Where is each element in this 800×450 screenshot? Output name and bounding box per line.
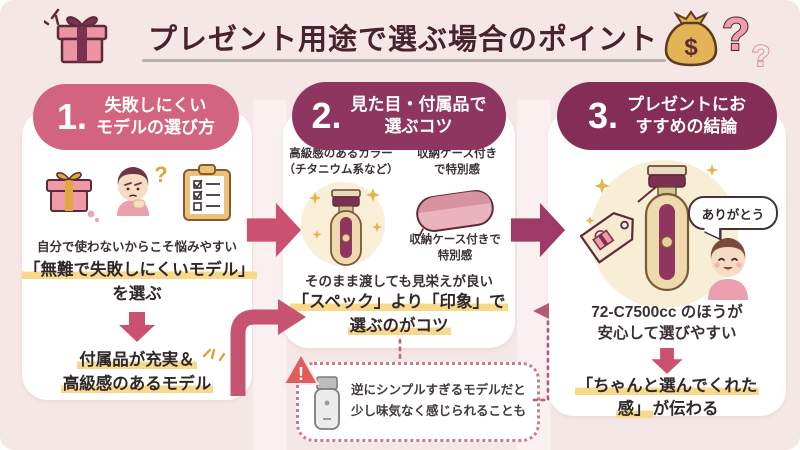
card-step1: ? 自分で使わないからこそ悩みやす [22,110,257,400]
simple-shaver-icon [314,376,340,430]
warning-icon: ! [283,353,319,385]
step1-note: 自分で使わないからこそ悩みやすい [36,240,237,254]
step1-result-line1: 付属品が充実＆ [77,351,197,369]
column-gap-strip [253,100,287,450]
card-step3: ありがとう 72-C7500cc のほうが 安心して選びやすい 「ちゃんと選んで… [548,110,786,418]
caution-callout: 逆にシンプルすぎるモデルだと 少し味気なく感じられることも [296,362,540,442]
step3-heading: プレゼントにお すすめの結論 [627,95,747,136]
step2-main-line1: 「スペック」より「印象」で [290,293,508,311]
step2-header: 2. 見た目・付属品で 選ぶコツ [292,82,506,150]
step3-header: 3. プレゼントにお すすめの結論 [557,82,777,150]
step3-model-line1: 72-C7500cc のほうが [591,304,743,321]
happy-person-icon [708,238,748,300]
question-mark-icon: ? [752,40,770,72]
step2-label-color: 高級感のあるカラー （チタニウム系など） [283,148,399,177]
dollar-glyph: $ [684,34,698,61]
step2-labels: 高級感のあるカラー （チタニウム系など） 収納ケース付き で特別感 [283,146,515,178]
step1-illustrations: ? [22,162,252,224]
speech-bubble: ありがとう [688,196,778,230]
title-underline [142,59,666,62]
step2-note: そのまま渡しても見栄えが良い [305,274,493,289]
page-title: プレゼント用途で選ぶ場合のポイント [147,24,658,56]
svg-text:!: ! [298,364,304,384]
thinking-person-icon: ? [117,162,168,216]
step2-heading: 見た目・付属品で 選ぶコツ [350,95,487,136]
money-bag-icon: $ ? ? [664,10,771,72]
step3-result-line2: 感」が伝わる [615,400,719,418]
down-arrow-icon [548,348,786,379]
shaver-icon [309,188,382,266]
caution-text: 逆にシンプルすぎるモデルだと 少し味気なく感じられることも [351,383,527,418]
step3-number: 3. [587,95,619,136]
right-arrow-icon [510,202,566,258]
right-arrow-icon [246,202,302,258]
gift-icon [46,171,99,222]
checklist-icon [183,164,231,221]
step2-label-case: 収納ケース付き で特別感 [417,148,497,177]
step3-model-line2: 安心して選びやすい [597,325,737,342]
case-icon [415,190,494,236]
step1-result-line2: 高級感のあるモデル [60,375,214,393]
gift-tag-icon [579,212,634,264]
step1-main-line2: を選ぶ [112,285,162,303]
step1-number: 1. [56,96,88,137]
question-mark-icon: ? [722,10,750,60]
step1-heading: 失敗しにくい モデルの選び方 [96,96,216,137]
gift-icon [44,8,108,64]
svg-text:?: ? [154,162,167,187]
step2-main-line2: 選ぶのがコツ [347,317,451,335]
step1-header: 1. 失敗しにくい モデルの選び方 [33,84,239,150]
step2-number: 2. [311,95,342,136]
step1-main-line1: 「無難で失敗しにくいモデル」 [22,261,257,279]
step3-result-line1: 「ちゃんと選んでくれた [574,377,760,395]
step2-case-caption: 収納ケース付きで 特別感 [409,234,501,263]
sparkle-icon [202,348,226,362]
down-arrow-icon [22,312,252,347]
